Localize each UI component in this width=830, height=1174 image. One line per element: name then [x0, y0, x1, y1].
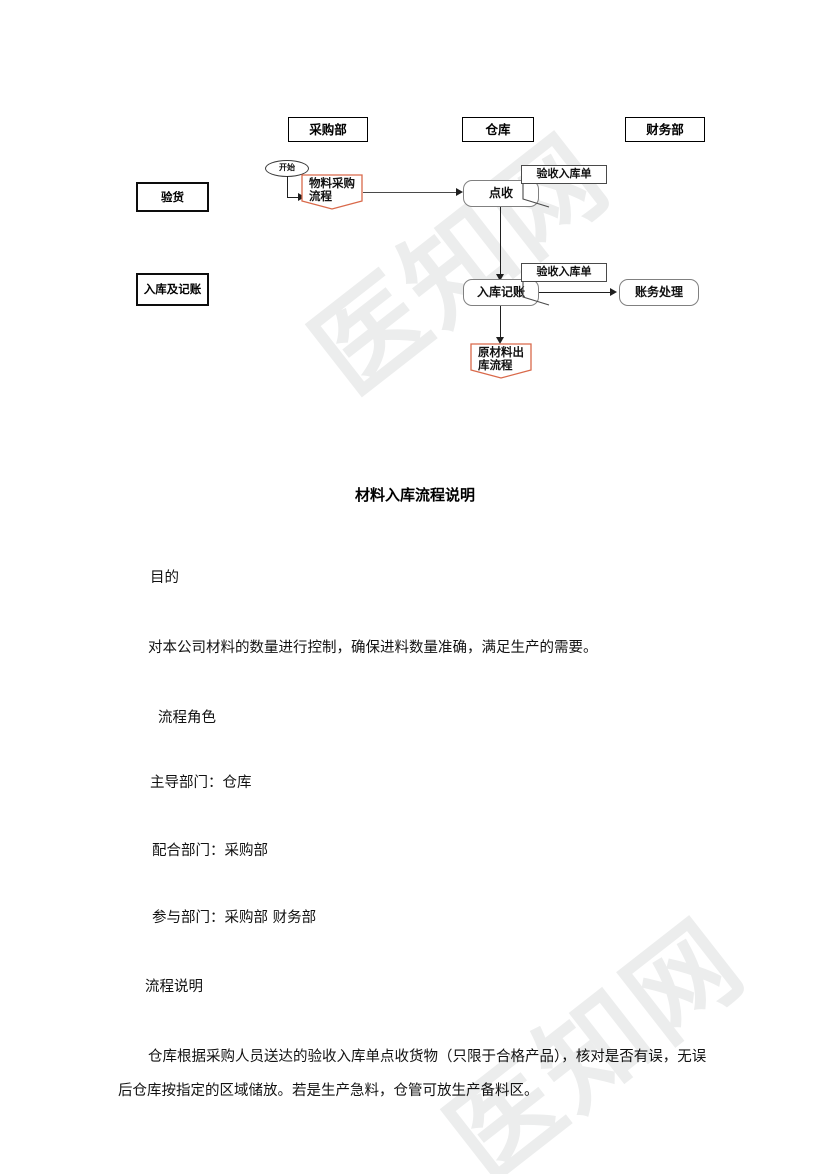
arrow-record-to-accounting [610, 288, 617, 296]
connector-record-to-outbound [500, 306, 502, 339]
arrow-purchase-to-receive [456, 188, 463, 196]
dept-box-purchasing: 采购部 [288, 117, 368, 142]
document-label-text: 验收入库单 [536, 265, 592, 279]
section-heading-roles: 流程角色 [158, 709, 216, 726]
subprocess-raw-material-outbound: 原材料出 库流程 [470, 343, 532, 379]
leader-line-receiving-note-1 [522, 184, 550, 208]
process-accounting: 账务处理 [619, 279, 699, 306]
document-label-receiving-note-1: 验收入库单 [521, 165, 607, 184]
dept-label: 财务部 [646, 121, 684, 137]
pentagon-shape-icon [470, 343, 532, 379]
connector-record-to-accounting [539, 292, 614, 294]
pentagon-shape-icon [301, 174, 363, 210]
role-support: 配合部门：采购部 [152, 842, 268, 859]
stage-box-inspection: 验货 [136, 182, 209, 212]
page-title: 材料入库流程说明 [354, 486, 475, 504]
dept-box-warehouse: 仓库 [462, 117, 534, 142]
arrow-receive-to-record [496, 274, 504, 281]
process-label: 入库记账 [476, 284, 525, 299]
section-heading-purpose: 目的 [150, 570, 179, 586]
process-receive: 点收 [463, 180, 539, 207]
dept-label: 采购部 [309, 121, 347, 137]
start-label: 开始 [279, 163, 295, 173]
role-lead: 主导部门：仓库 [150, 775, 252, 792]
document-body: 材料入库流程说明 目的 对本公司材料的数量进行控制，确保进料数量准确，满足生产的… [0, 470, 830, 1108]
process-label: 点收 [488, 185, 513, 200]
connector-start-vertical [287, 176, 289, 198]
section-heading-description: 流程说明 [145, 978, 203, 995]
process-flowchart: 采购部 仓库 财务部 验货 入库及记账 开始 [0, 0, 830, 420]
section-text-purpose: 对本公司材料的数量进行控制，确保进料数量准确，满足生产的需要。 [148, 640, 598, 657]
subprocess-material-purchase: 物料采购 流程 [301, 174, 363, 210]
process-stockin-record: 入库记账 [463, 279, 539, 306]
connector-purchase-to-receive [363, 192, 461, 194]
dept-box-finance: 财务部 [625, 117, 705, 142]
connector-start-horizontal [287, 197, 301, 199]
document-label-text: 验收入库单 [536, 167, 592, 181]
section-text-description: 仓库根据采购人员送达的验收入库单点收货物（只限于合格产品），核对是否有误，无误后… [118, 1049, 707, 1100]
connector-receive-to-record [500, 207, 502, 277]
process-label: 账务处理 [634, 284, 683, 299]
stage-label: 验货 [161, 189, 184, 204]
stage-label: 入库及记账 [143, 282, 202, 297]
document-label-receiving-note-2: 验收入库单 [521, 263, 607, 282]
arrow-record-to-outbound [496, 337, 504, 344]
stage-box-stockin-record: 入库及记账 [136, 273, 209, 306]
role-participants: 参与部门：采购部 财务部 [152, 910, 317, 927]
leader-line-receiving-note-2 [522, 282, 550, 306]
dept-label: 仓库 [485, 121, 511, 137]
